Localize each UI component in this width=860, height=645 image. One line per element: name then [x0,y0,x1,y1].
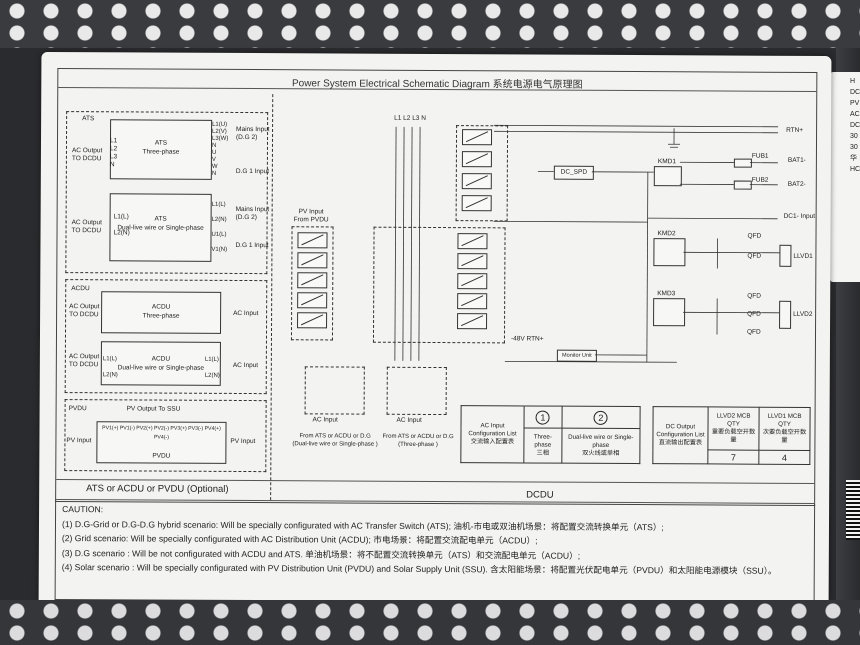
caution-notes: CAUTION: (1) D.G-Grid or D.G-D.G hybrid … [54,500,816,604]
schematic-label: Power System Electrical Schematic Diagra… [38,51,832,617]
schematic-frame: Power System Electrical Schematic Diagra… [55,68,818,506]
metal-grille-top [0,0,860,48]
barcode-strip [846,480,860,540]
wiring-svg [394,124,780,363]
metal-grille-bottom [0,600,860,645]
caution-line-4: (4) Solar scenario : Will be specially c… [61,562,777,576]
